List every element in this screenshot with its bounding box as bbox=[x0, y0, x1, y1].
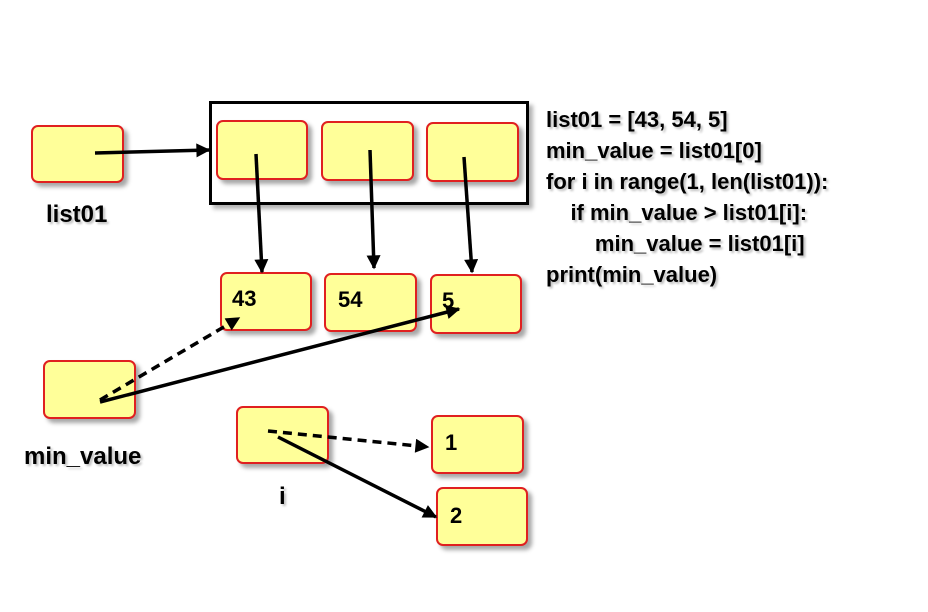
int-object-43-value: 43 bbox=[232, 286, 257, 311]
min-value-label: min_value bbox=[24, 443, 142, 470]
int-object-5: 5 bbox=[430, 274, 522, 334]
code-line: min_value = list01[i] bbox=[546, 231, 805, 256]
int-object-1: 1 bbox=[431, 415, 524, 474]
i-label: i bbox=[279, 483, 286, 510]
arrow-slot1-to-54 bbox=[366, 149, 381, 270]
list01-label: list01 bbox=[46, 201, 108, 228]
code-line: for i in range(1, len(list01)): bbox=[546, 169, 829, 194]
arrow-slot2-to-5 bbox=[462, 156, 479, 274]
arrow-i-to-1-old bbox=[267, 429, 430, 453]
arrow-min-value-to-5 bbox=[99, 305, 461, 404]
arrow-list01-to-list bbox=[94, 143, 211, 158]
arrow-slot0-to-43 bbox=[254, 153, 269, 274]
arrow-min-value-to-43-old bbox=[99, 316, 241, 402]
int-object-2: 2 bbox=[436, 487, 528, 546]
list-object-frame bbox=[209, 101, 529, 205]
int-object-1-value: 1 bbox=[445, 430, 458, 455]
code-line: list01 = [43, 54, 5] bbox=[546, 107, 728, 132]
code-listing: list01 = [43, 54, 5] min_value = list01[… bbox=[546, 104, 828, 290]
list-slot-2 bbox=[426, 122, 519, 182]
code-line: min_value = list01[0] bbox=[546, 138, 762, 163]
code-line: if min_value > list01[i]: bbox=[546, 200, 808, 225]
code-line: print(min_value) bbox=[546, 262, 718, 287]
arrow-i-to-2 bbox=[277, 435, 438, 519]
int-object-54-value: 54 bbox=[338, 287, 363, 312]
list-slot-1 bbox=[321, 121, 414, 181]
int-object-2-value: 2 bbox=[450, 503, 463, 528]
list-slot-0 bbox=[216, 120, 308, 180]
